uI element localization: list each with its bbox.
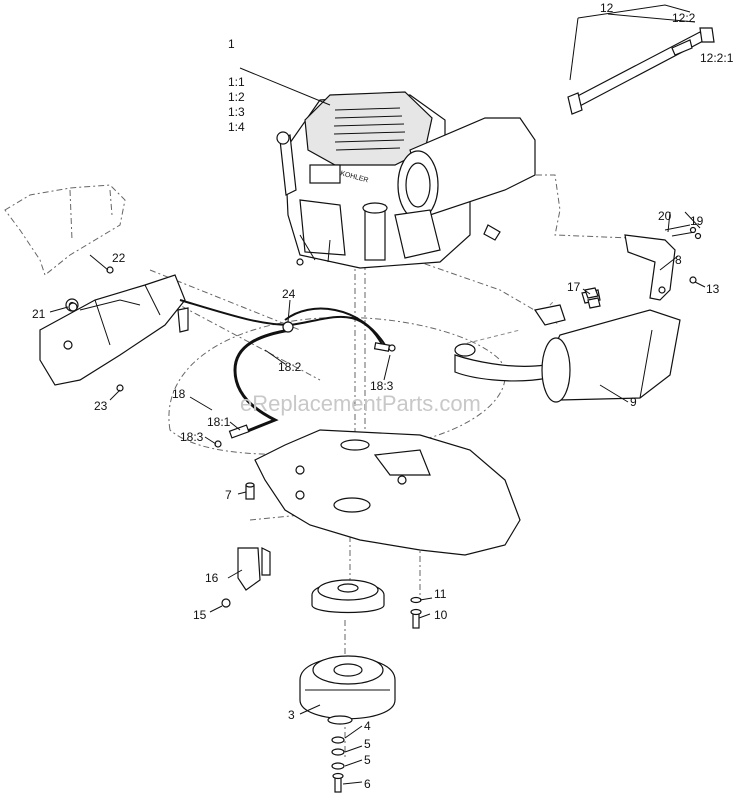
hardware: [68, 266, 601, 793]
callout-18-2: 18:2: [278, 360, 302, 374]
callout-9: 9: [630, 395, 637, 409]
callout-1-3: 1:3: [228, 105, 245, 119]
callout-20: 20: [658, 209, 672, 223]
callout-16: 16: [205, 571, 219, 585]
callout-1-2: 1:2: [228, 90, 245, 104]
callout-4: 4: [364, 719, 371, 733]
callout-10: 10: [434, 608, 448, 622]
callout-15: 15: [193, 608, 207, 622]
callout-5-upper: 5: [364, 737, 371, 751]
callout-7: 7: [225, 488, 232, 502]
callout-19: 19: [690, 214, 704, 228]
callout-1-4: 1:4: [228, 120, 245, 134]
engine: [276, 91, 536, 269]
electric-clutch: [299, 655, 396, 725]
callout-12-2-1: 12:2:1: [700, 51, 734, 65]
callout-8: 8: [675, 253, 682, 267]
callout-1: 1: [228, 37, 235, 51]
callout-5-lower: 5: [364, 753, 371, 767]
callout-12: 12: [600, 1, 614, 15]
pulley: [311, 579, 385, 614]
muffler: [454, 289, 681, 403]
shaft: [567, 4, 715, 115]
callout-18-1: 18:1: [207, 415, 231, 429]
throttle-cable: [179, 299, 396, 448]
callout-22: 22: [112, 251, 126, 265]
watermark: eReplacementParts.com: [240, 391, 481, 416]
callout-3: 3: [288, 708, 295, 722]
callout-13: 13: [706, 282, 720, 296]
callout-18-3-left: 18:3: [180, 430, 204, 444]
callout-24: 24: [282, 287, 296, 301]
callout-17: 17: [567, 280, 581, 294]
callouts: 1 1:1 1:2 1:3 1:4 12 12:2 12:2:1 20 19 8…: [32, 1, 734, 791]
mounting-plate: [254, 429, 521, 556]
callout-18-3-right: 18:3: [370, 379, 394, 393]
left-bracket: [39, 274, 189, 386]
callout-12-2: 12:2: [672, 11, 696, 25]
leader-lines: [49, 13, 706, 785]
callout-11: 11: [434, 587, 447, 601]
callout-21: 21: [32, 307, 46, 321]
callout-23: 23: [94, 399, 108, 413]
callout-6: 6: [364, 777, 371, 791]
callout-18: 18: [172, 387, 186, 401]
callout-1-1: 1:1: [228, 75, 245, 89]
muffler-bracket: [624, 224, 702, 301]
